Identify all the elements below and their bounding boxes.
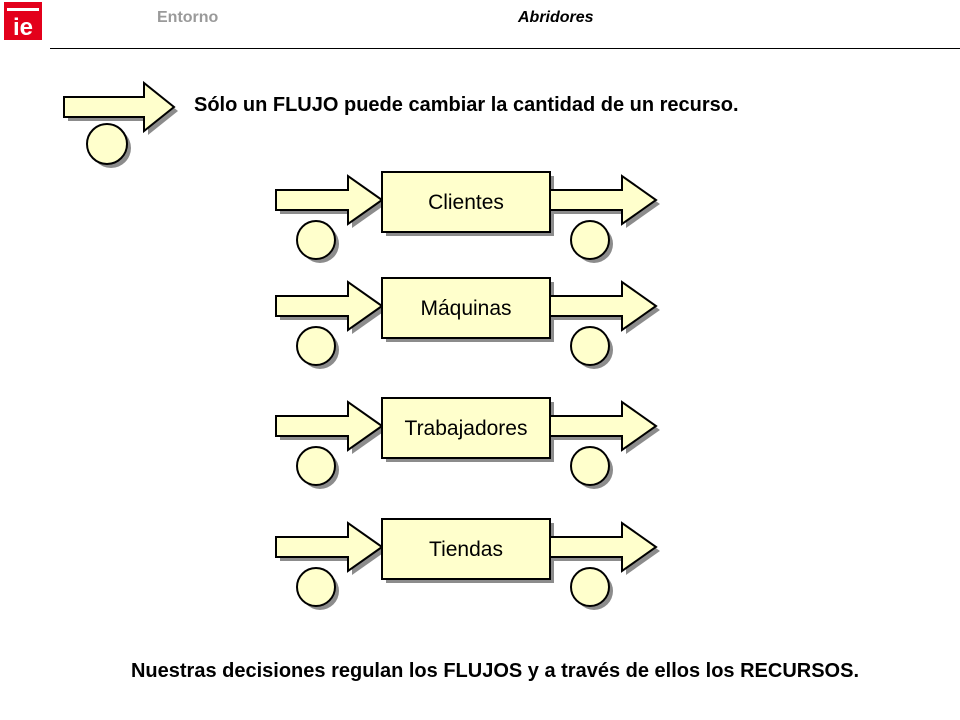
stock-flow-row: Máquinas xyxy=(275,277,660,369)
outflow-arrow-icon xyxy=(549,521,660,575)
stock-label: Tiendas xyxy=(429,538,503,561)
stock-box: Máquinas xyxy=(381,277,554,342)
inflow-arrow-icon xyxy=(275,400,386,454)
headline: Sólo un FLUJO puede cambiar la cantidad … xyxy=(194,94,739,116)
footer-text: Nuestras decisiones regulan los FLUJOS y… xyxy=(130,660,860,682)
outflow-valve-icon xyxy=(570,567,613,610)
outflow-arrow-icon xyxy=(549,280,660,334)
stock-box: Trabajadores xyxy=(381,397,554,462)
inflow-valve-icon xyxy=(296,326,339,369)
stock-flow-row: Trabajadores xyxy=(275,397,660,489)
inflow-arrow-icon xyxy=(275,280,386,334)
outflow-valve-icon xyxy=(570,326,613,369)
stock-box: Tiendas xyxy=(381,518,554,583)
inflow-arrow-icon xyxy=(275,521,386,575)
inflow-arrow-icon xyxy=(275,174,386,228)
outflow-valve-icon xyxy=(570,446,613,489)
ie-logo-icon: ie xyxy=(4,2,42,40)
header-topic: Abridores xyxy=(518,9,594,26)
stock-box: Clientes xyxy=(381,171,554,236)
outflow-arrow-icon xyxy=(549,174,660,228)
stock-flow-row: Clientes xyxy=(275,171,660,263)
svg-text:ie: ie xyxy=(13,14,33,40)
stock-label: Trabajadores xyxy=(405,417,528,440)
header-divider xyxy=(50,48,960,49)
inflow-valve-icon xyxy=(296,567,339,610)
inflow-valve-icon xyxy=(296,446,339,489)
stock-flow-row: Tiendas xyxy=(275,518,660,610)
stock-label: Máquinas xyxy=(420,297,511,320)
header-section: Entorno xyxy=(157,9,219,26)
outflow-arrow-icon xyxy=(549,400,660,454)
stock-label: Clientes xyxy=(428,191,504,214)
outflow-valve-icon xyxy=(570,220,613,263)
inflow-valve-icon xyxy=(296,220,339,263)
legend-flow-icon xyxy=(63,80,178,168)
